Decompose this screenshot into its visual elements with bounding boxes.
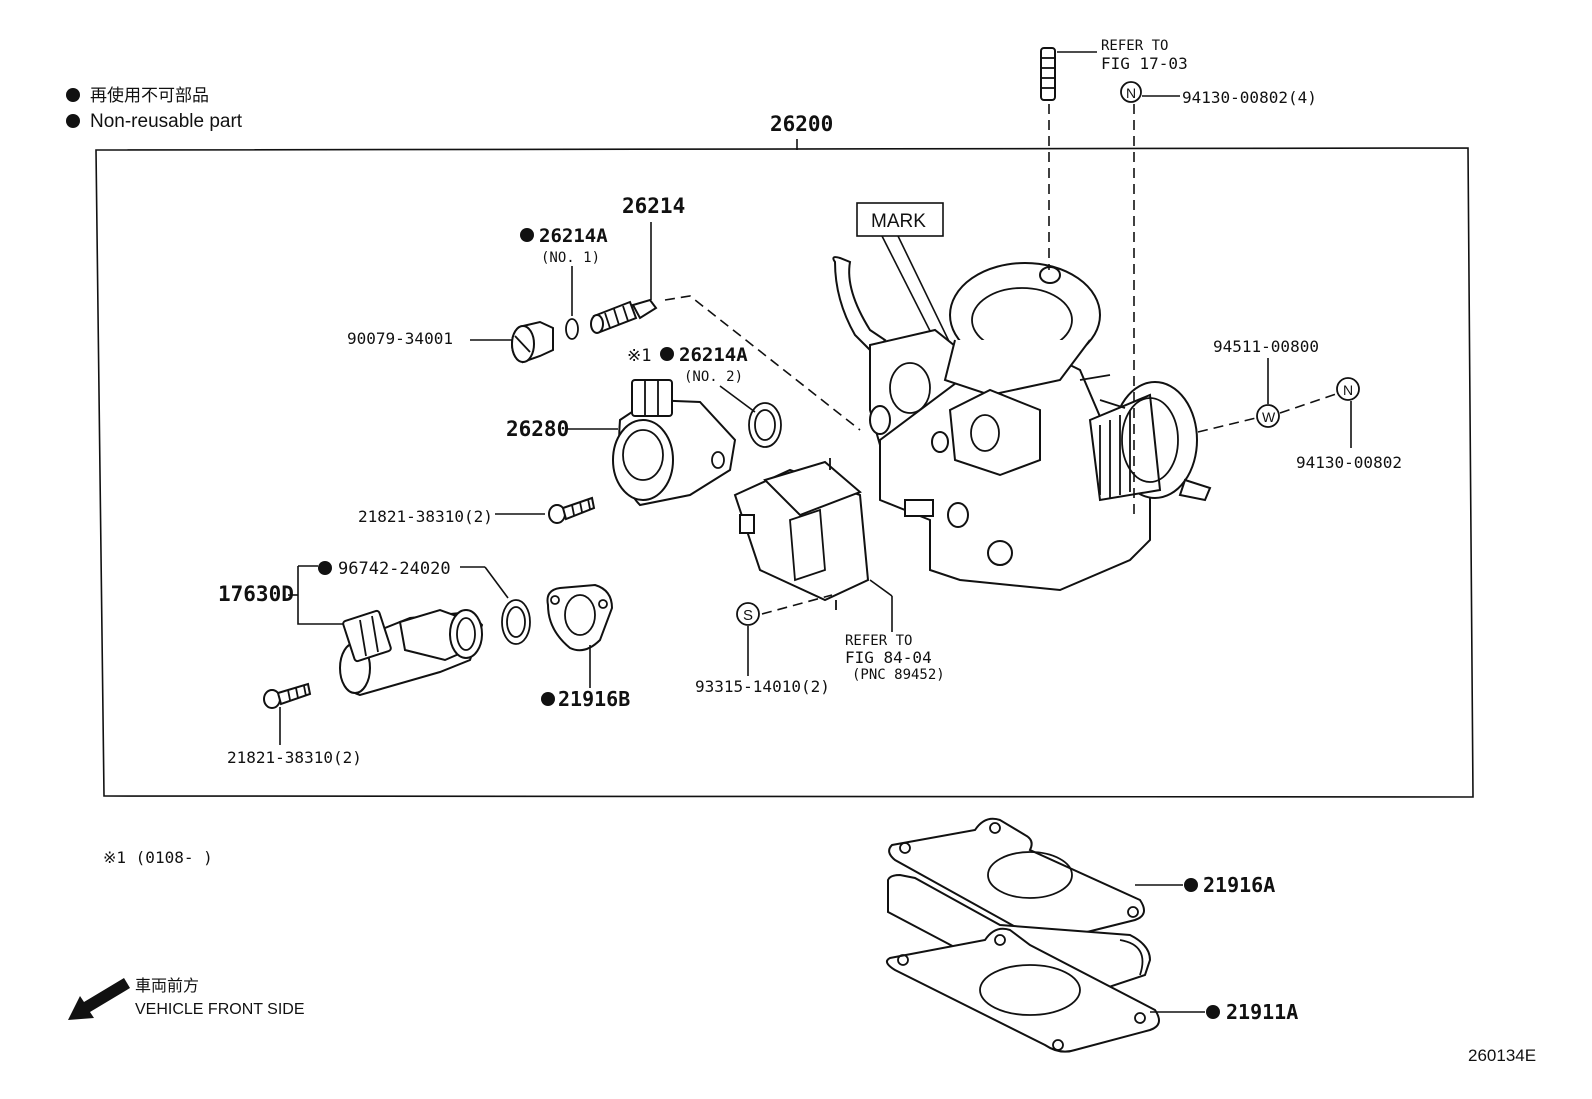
label-refer17-a: REFER TO (1101, 38, 1168, 54)
label-17630D: 17630D (218, 582, 294, 606)
stud-part (1040, 47, 1056, 101)
mark-box (856, 202, 944, 237)
throttle-body-part (832, 256, 1212, 592)
label-94130-00802-4: 94130-00802(4) (1182, 88, 1317, 107)
legend-bullet-en (66, 114, 80, 128)
label-26214A-no1: 26214A (539, 225, 608, 247)
symbol-n-circle-top (1120, 81, 1142, 103)
dash-w-left (1197, 417, 1257, 433)
label-refer17-b: FIG 17-03 (1101, 54, 1188, 73)
label-94130-00802: 94130-00802 (1296, 453, 1402, 472)
o-ring-96742-part (501, 599, 531, 645)
label-26280: 26280 (506, 417, 569, 441)
legend-en: Non-reusable part (90, 111, 243, 132)
symbol-w-circle (1256, 404, 1280, 428)
figure-code: 260134E (1468, 1046, 1536, 1065)
dash-93315 (761, 594, 833, 615)
legend-bullet-jp (66, 88, 80, 102)
isc-valve-26280-part (612, 379, 737, 507)
symbol-n-right: N (1343, 382, 1353, 398)
legend-jp: 再使用不可部品 (90, 85, 209, 105)
nonreusable-dot-21916A (1184, 878, 1198, 892)
vehicle-front-arrow-icon (68, 978, 130, 1020)
dash-26214-to-body (664, 295, 861, 431)
label-21821-38310-b: 21821-38310(2) (227, 748, 362, 767)
nonreusable-dot-26214A-1 (520, 228, 534, 242)
label-21911A: 21911A (1226, 1000, 1298, 1024)
assembly-label: 26200 (770, 112, 833, 136)
screw-21821-b-part (263, 682, 312, 709)
insulator-part (887, 873, 1152, 992)
nonreusable-dot-26214A-2 (660, 347, 674, 361)
label-note-mark-1: ※1 (627, 346, 651, 366)
front-jp: 車両前方 (135, 977, 199, 995)
label-no2: (NO. 2) (684, 369, 743, 385)
o-ring-no2-part (748, 402, 782, 448)
label-90079-34001: 90079-34001 (347, 329, 453, 348)
label-94511-00800: 94511-00800 (1213, 337, 1319, 356)
throttle-sensor-part (733, 458, 870, 610)
label-21821-38310-a: 21821-38310(2) (358, 507, 493, 526)
front-en: VEHICLE FRONT SIDE (135, 1001, 305, 1018)
nonreusable-dot-96742 (318, 561, 332, 575)
footnote: ※1 (0108- ) (103, 848, 213, 867)
air-valve-17630D-part (339, 608, 484, 697)
symbol-s: S (743, 607, 753, 624)
label-refer84-b: FIG 84-04 (845, 648, 932, 667)
label-93315-14010: 93315-14010(2) (695, 677, 830, 696)
symbol-s-circle (736, 602, 760, 626)
assembly-box (95, 147, 1474, 798)
label-21916B: 21916B (558, 687, 630, 711)
label-26214A-no2: 26214A (679, 344, 748, 366)
leader-17630D-b (297, 566, 352, 625)
screw-26214-part (590, 298, 658, 334)
label-mark: MARK (871, 211, 926, 232)
symbol-w: W (1262, 409, 1276, 425)
label-no1: (NO. 1) (541, 250, 600, 266)
nonreusable-dot-21916B (541, 692, 555, 706)
gasket-21916B-part (546, 583, 614, 652)
symbol-n-top: N (1126, 85, 1136, 101)
label-96742-24020: 96742-24020 (338, 559, 451, 579)
leader-96742-b (484, 566, 509, 599)
label-refer84-c: (PNC 89452) (852, 667, 945, 683)
leader-26214A-no2 (719, 385, 756, 413)
label-refer84-a: REFER TO (845, 633, 912, 649)
screw-90079-part (511, 320, 554, 364)
gasket-21911A-part (885, 927, 1160, 1053)
label-21916A: 21916A (1203, 873, 1275, 897)
leader-refer84-a (869, 579, 893, 597)
dash-w-right (1279, 393, 1337, 414)
symbol-n-circle-right (1336, 377, 1360, 401)
label-26214: 26214 (622, 194, 685, 218)
o-ring-no1-part (565, 318, 579, 340)
screw-21821-a-part (548, 496, 596, 524)
nonreusable-dot-21911A (1206, 1005, 1220, 1019)
